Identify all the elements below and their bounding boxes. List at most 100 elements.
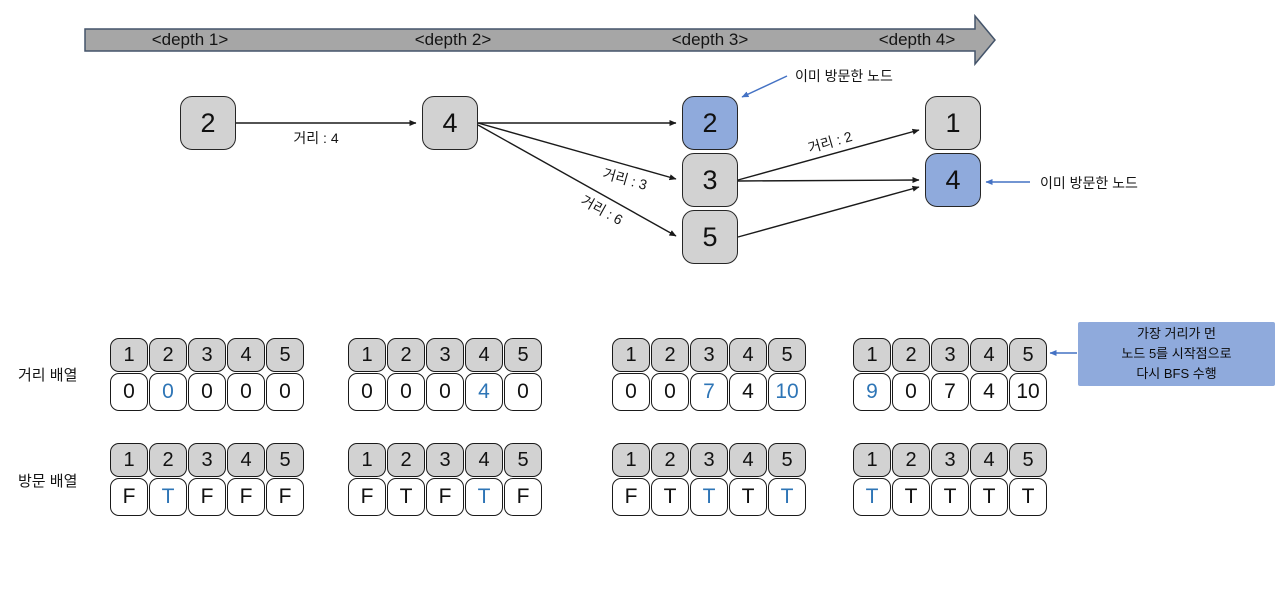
- edge-distance-label-4: 거리 : 4: [293, 130, 339, 146]
- array-index-cell: 3: [426, 443, 464, 477]
- array-index-cell: 3: [931, 338, 969, 372]
- edge-arrow-4-to-3: [477, 122, 677, 181]
- bfs-restart-callout: 가장 거리가 먼 노드 5를 시작점으로 다시 BFS 수행: [1078, 322, 1275, 386]
- node-label: 4: [945, 164, 961, 195]
- array-index-cell: 2: [149, 338, 187, 372]
- graph-node-depth3-2: 2: [682, 96, 738, 150]
- array-value-cell: F: [266, 478, 304, 516]
- array-index-cell: 1: [612, 338, 650, 372]
- array-index-cell: 4: [227, 338, 265, 372]
- array-index-cell: 2: [149, 443, 187, 477]
- array-index-cell: 3: [931, 443, 969, 477]
- array-value-cell: 0: [348, 373, 386, 411]
- annotation-arrow-visited-node-2: [741, 75, 788, 98]
- array-index-cell: 4: [729, 338, 767, 372]
- array-value-cell: F: [188, 478, 226, 516]
- array-value-cell: T: [768, 478, 806, 516]
- array-value-cell: 0: [387, 373, 425, 411]
- edge-arrow-5-to-4: [737, 185, 920, 238]
- array-value-cell: T: [690, 478, 728, 516]
- array-index-cell: 4: [465, 443, 503, 477]
- node-label: 2: [200, 107, 216, 138]
- array-value-cell: 0: [504, 373, 542, 411]
- array-value-cell: 4: [465, 373, 503, 411]
- array-value-cell: 0: [651, 373, 689, 411]
- array-index-cell: 3: [690, 443, 728, 477]
- array-index-cell: 2: [651, 338, 689, 372]
- array-index-cell: 3: [426, 338, 464, 372]
- edge-arrow-3-to-4: [737, 177, 920, 184]
- array-index-cell: 5: [768, 338, 806, 372]
- array-value-cell: T: [931, 478, 969, 516]
- edge-distance-label-2: 거리 : 2: [806, 128, 854, 156]
- array-value-cell: T: [970, 478, 1008, 516]
- array-index-cell: 4: [227, 443, 265, 477]
- array-value-cell: 0: [149, 373, 187, 411]
- array-index-cell: 5: [1009, 338, 1047, 372]
- node-label: 2: [702, 107, 718, 138]
- array-value-cell: T: [853, 478, 891, 516]
- array-value-cell: F: [110, 478, 148, 516]
- array-index-cell: 1: [612, 443, 650, 477]
- array-value-cell: 7: [690, 373, 728, 411]
- array-value-cell: 0: [612, 373, 650, 411]
- graph-node-depth1-2: 2: [180, 96, 236, 150]
- array-index-cell: 5: [266, 338, 304, 372]
- depth-2-label: <depth 2>: [414, 30, 492, 49]
- array-value-cell: T: [729, 478, 767, 516]
- array-index-cell: 2: [387, 443, 425, 477]
- array-value-cell: 4: [970, 373, 1008, 411]
- array-value-cell: F: [227, 478, 265, 516]
- array-index-cell: 4: [970, 443, 1008, 477]
- depth-3-label: <depth 3>: [671, 30, 749, 49]
- array-value-cell: T: [465, 478, 503, 516]
- depth-1-label: <depth 1>: [151, 30, 229, 49]
- array-index-cell: 4: [465, 338, 503, 372]
- array-value-cell: 0: [227, 373, 265, 411]
- array-index-cell: 3: [188, 443, 226, 477]
- array-value-cell: F: [426, 478, 464, 516]
- graph-node-depth3-5: 5: [682, 210, 738, 264]
- array-index-cell: 5: [504, 443, 542, 477]
- array-value-cell: 0: [110, 373, 148, 411]
- array-index-cell: 3: [188, 338, 226, 372]
- array-value-cell: F: [348, 478, 386, 516]
- array-value-cell: T: [387, 478, 425, 516]
- visited-array-label: 방문 배열: [18, 473, 78, 490]
- array-index-cell: 5: [768, 443, 806, 477]
- array-index-cell: 4: [729, 443, 767, 477]
- graph-node-depth3-3: 3: [682, 153, 738, 207]
- array-index-cell: 1: [348, 443, 386, 477]
- array-value-cell: T: [651, 478, 689, 516]
- array-value-cell: F: [612, 478, 650, 516]
- array-index-cell: 5: [1009, 443, 1047, 477]
- array-index-cell: 1: [348, 338, 386, 372]
- array-index-cell: 5: [266, 443, 304, 477]
- array-index-cell: 2: [892, 443, 930, 477]
- graph-node-depth4-4: 4: [925, 153, 981, 207]
- array-value-cell: 9: [853, 373, 891, 411]
- array-index-cell: 3: [690, 338, 728, 372]
- array-value-cell: 0: [266, 373, 304, 411]
- array-index-cell: 1: [853, 443, 891, 477]
- array-index-cell: 5: [504, 338, 542, 372]
- distance-array-label: 거리 배열: [18, 367, 78, 384]
- visited-node-annotation-top: 이미 방문한 노드: [795, 68, 893, 84]
- graph-node-depth4-1: 1: [925, 96, 981, 150]
- node-label: 4: [442, 107, 458, 138]
- array-index-cell: 2: [651, 443, 689, 477]
- array-value-cell: 0: [892, 373, 930, 411]
- array-value-cell: 0: [188, 373, 226, 411]
- node-label: 3: [702, 164, 718, 195]
- visited-node-annotation-right: 이미 방문한 노드: [1040, 175, 1138, 191]
- node-label: 1: [945, 107, 961, 138]
- depth-4-label: <depth 4>: [878, 30, 956, 49]
- array-value-cell: 4: [729, 373, 767, 411]
